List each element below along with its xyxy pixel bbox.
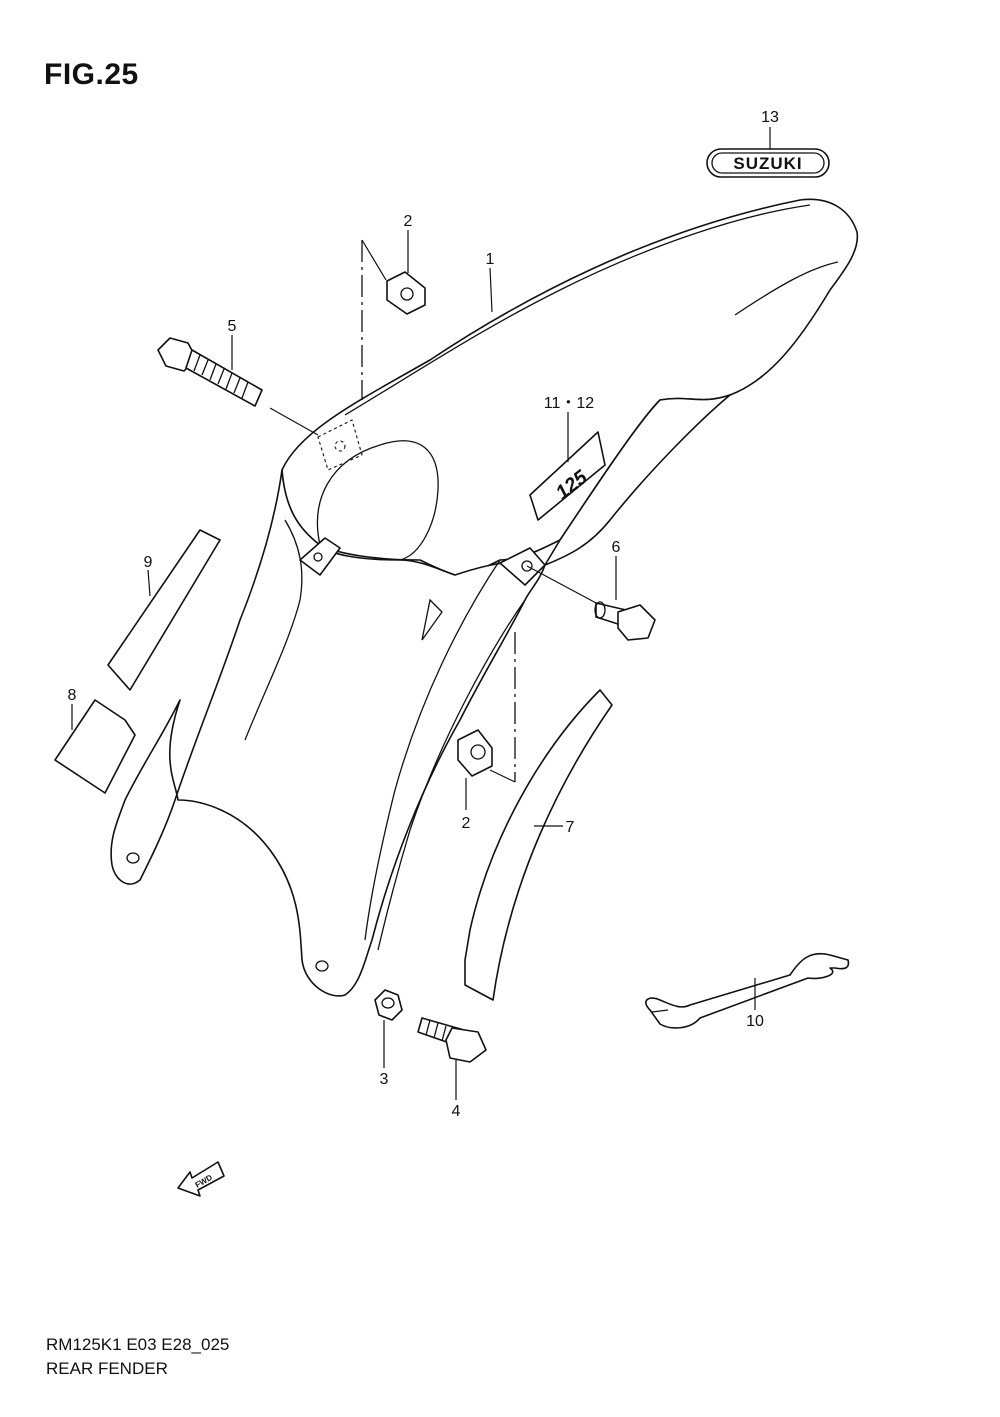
nut-lower-body [457, 729, 493, 777]
fender-skirt-crease-3 [244, 519, 303, 741]
bracket-hole [313, 552, 323, 562]
bolt-short-thread [425, 1019, 447, 1042]
callout-9: 9 [144, 554, 153, 571]
callout-13: 13 [761, 109, 779, 126]
part-strip-decal[interactable] [107, 529, 221, 691]
assembly-line-bolt-long [269, 407, 319, 436]
nut-upper-body [386, 271, 426, 315]
skirt-mount-hole-rear [315, 960, 329, 972]
fender-oval-cutout [316, 440, 439, 561]
callout-7: 7 [566, 819, 575, 836]
bolt-short-head [445, 1027, 487, 1063]
nut-lower-hole [470, 744, 486, 760]
part-collar[interactable] [374, 989, 403, 1021]
callout-11-12: 11・12 [544, 395, 595, 412]
hidden-nut-outline [317, 419, 363, 471]
callout-5: 5 [228, 318, 237, 335]
part-fender-decal[interactable]: 125 [529, 431, 606, 521]
leader-9 [147, 569, 151, 597]
part-mud-flap-strip[interactable] [464, 689, 613, 1001]
fender-skirt-crease-1 [364, 559, 501, 941]
leader-elbow-upper [361, 239, 387, 281]
callout-8: 8 [68, 687, 77, 704]
collar-hole [381, 997, 395, 1009]
bolt-long-shank [185, 349, 263, 407]
callout-4: 4 [452, 1103, 461, 1120]
part-bolt-short[interactable] [417, 1017, 487, 1063]
wrench-jaw-line [651, 1009, 669, 1013]
callout-2-lower: 2 [462, 815, 471, 832]
fender-bracket-tab [299, 537, 341, 576]
leader-elbow-lower [489, 769, 516, 783]
part-bolt-flange[interactable] [594, 601, 656, 641]
fwd-arrow-icon: FWD [177, 1161, 225, 1197]
callout-3: 3 [380, 1071, 389, 1088]
callout-6: 6 [612, 539, 621, 556]
part-rear-fender[interactable] [110, 198, 859, 997]
figure-title: FIG.25 [44, 58, 139, 91]
emblem-inner [711, 152, 825, 174]
side-mount-hole [521, 560, 533, 572]
fwd-arrow-shape [177, 1161, 225, 1197]
callout-10: 10 [746, 1013, 764, 1030]
model-code: RM125K1 E03 E28_025 [46, 1335, 230, 1354]
figure-caption: REAR FENDER [46, 1359, 168, 1378]
bolt-flange-head [617, 604, 656, 641]
fender-crest-line [344, 204, 811, 416]
fender-tail-line [734, 261, 839, 316]
fender-top-surface [281, 198, 859, 578]
collar-body [374, 989, 403, 1021]
bolt-long-thread [193, 354, 249, 399]
fender-rear-panel [544, 394, 731, 566]
figure-footer: RM125K1 E03 E28_025 REAR FENDER [46, 1333, 229, 1381]
assembly-line-bolt-flange [526, 565, 599, 605]
hidden-nut-hole [334, 440, 346, 452]
leader-1 [489, 267, 493, 313]
bolt-flange-tip [594, 601, 606, 619]
skirt-mount-hole-front [126, 852, 140, 864]
part-patch-decal[interactable] [54, 699, 136, 794]
callout-1: 1 [486, 251, 495, 268]
fender-skirt-crease-2 [377, 599, 526, 951]
wrench-body [645, 953, 850, 1029]
part-nut-lower[interactable] [457, 729, 493, 777]
part-nut-upper[interactable] [386, 271, 426, 315]
part-suzuki-emblem[interactable]: SUZUKI [706, 148, 830, 178]
part-bolt-long[interactable] [157, 337, 263, 407]
emblem-text: SUZUKI [733, 154, 802, 173]
fender-inner-skirt [110, 469, 546, 997]
callout-2-upper: 2 [404, 213, 413, 230]
decal-shape [529, 431, 606, 521]
part-wrench-tool[interactable] [645, 953, 850, 1029]
fender-arrow-mark [421, 598, 443, 641]
emblem-outer [706, 148, 830, 178]
nut-upper-hole [400, 287, 414, 301]
